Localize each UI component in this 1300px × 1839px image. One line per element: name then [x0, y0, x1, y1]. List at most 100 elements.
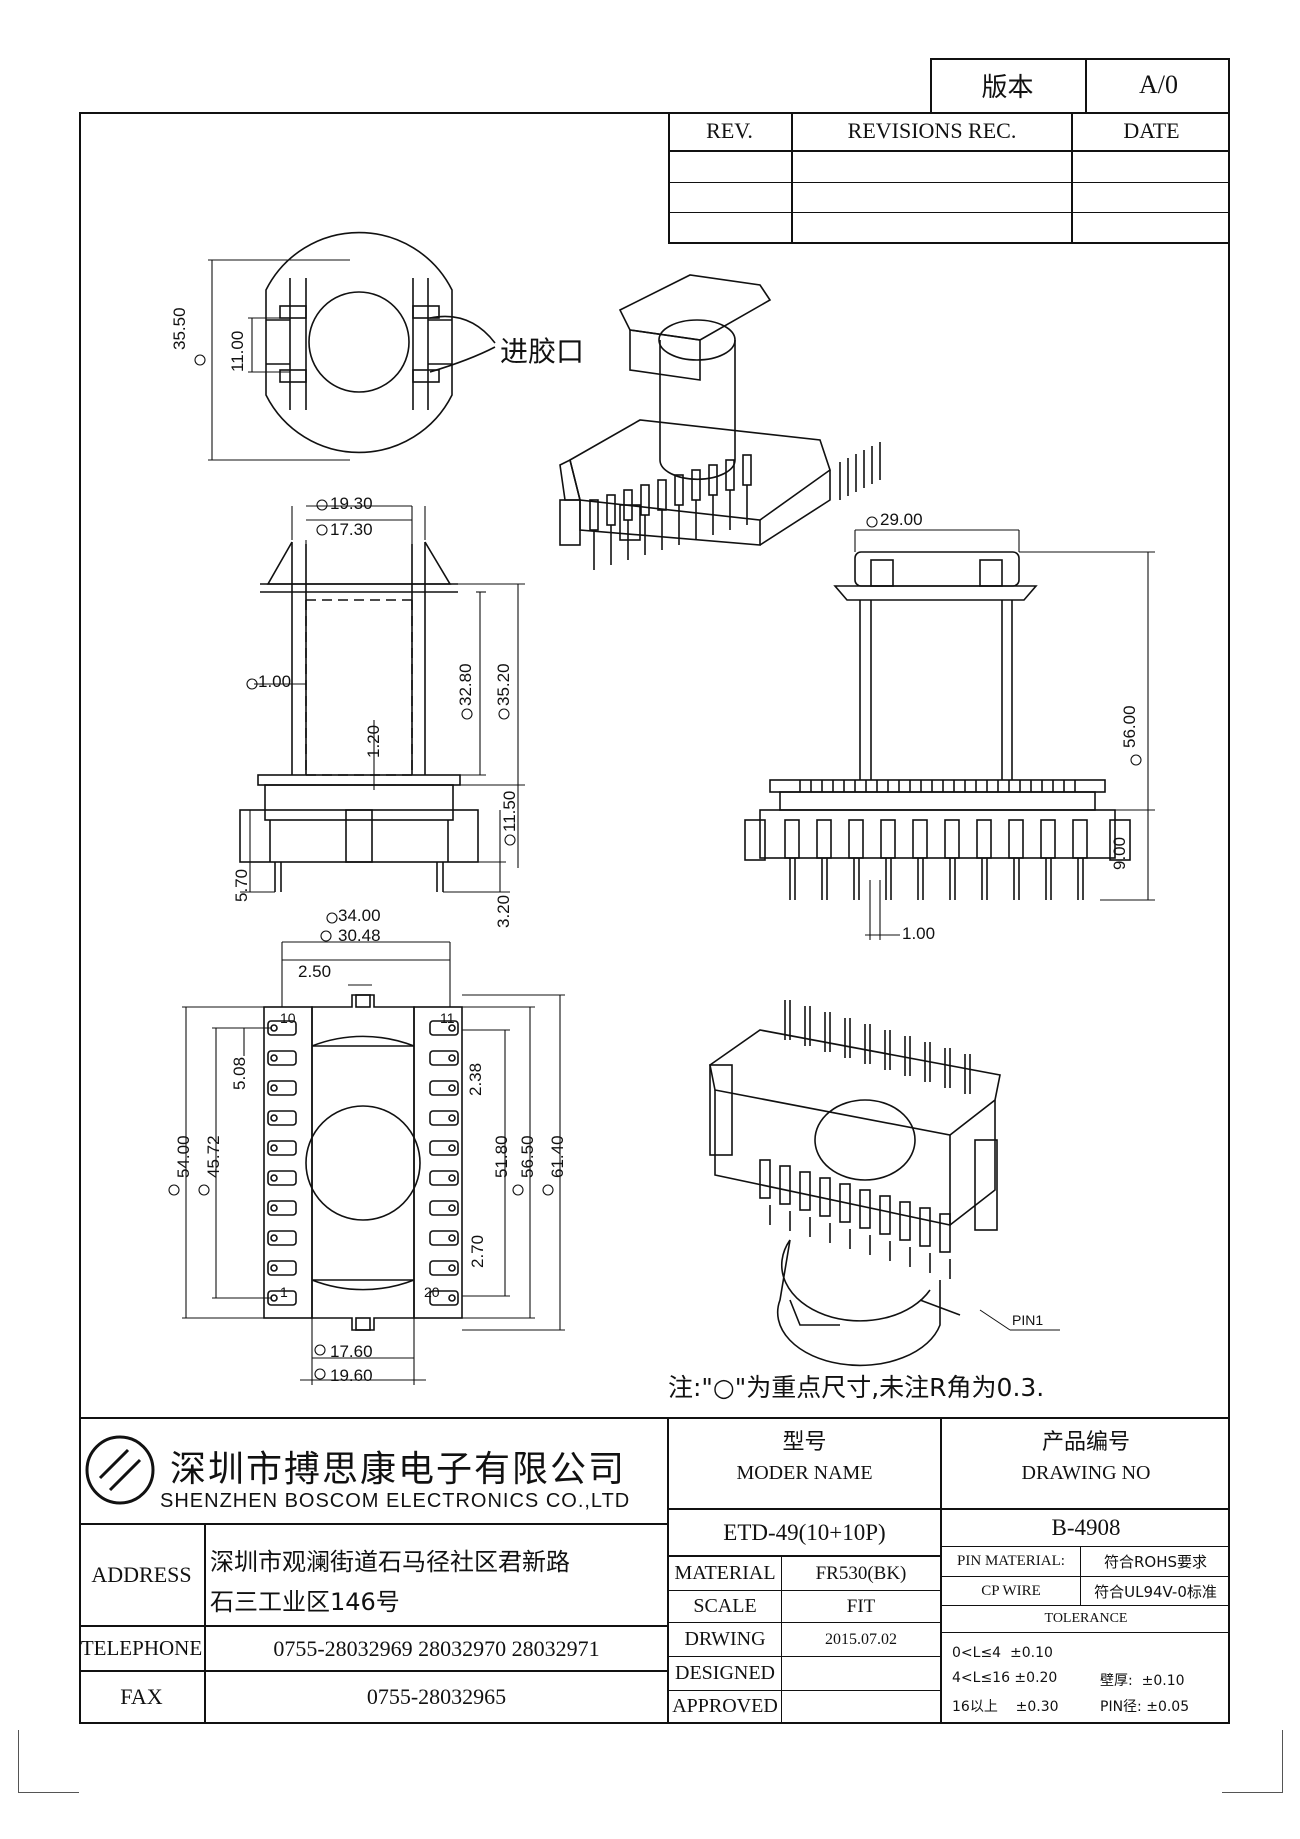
iso-pin-block	[640, 484, 650, 516]
wall-tolerance: 壁厚: ±0.10	[1100, 1673, 1185, 1689]
side-pin-slot	[816, 819, 832, 859]
pin1-callout: PIN1	[1012, 1312, 1044, 1328]
dim-56-50: 56.50	[518, 1135, 537, 1178]
pad-left	[267, 1170, 297, 1186]
drawing-frame	[79, 112, 1230, 1724]
crop-mark-left	[18, 1730, 79, 1793]
dim-dia-35-50: 35.50	[170, 307, 189, 350]
cp-wire-label: CP WIRE	[981, 1582, 1041, 1599]
rev-header: REV.	[706, 118, 753, 143]
address-label: ADDRESS	[91, 1562, 192, 1587]
dim-3-20: 3.20	[494, 894, 513, 928]
revisions-table	[668, 112, 1230, 244]
isometric-top-pins	[589, 442, 881, 570]
dim-2-70: 2.70	[468, 1234, 487, 1268]
pad-hole	[270, 1144, 278, 1152]
side-view	[744, 551, 1131, 861]
pad-left	[267, 1200, 297, 1216]
approved-label: APPROVED	[672, 1695, 778, 1717]
pad-right	[429, 1110, 459, 1126]
pad-right	[429, 1170, 459, 1186]
pad-right	[429, 1020, 459, 1036]
drawing-no-label-en: DRAWING NO	[1021, 1461, 1151, 1484]
version-value: A/0	[1139, 70, 1178, 99]
iso-pin-block	[708, 464, 718, 496]
pad-left	[267, 1230, 297, 1246]
isometric-bottom-pins	[759, 1000, 971, 1279]
version-label: 版本	[981, 72, 1034, 103]
pad-hole	[270, 1054, 278, 1062]
dim-slot-11-00: 11.00	[228, 330, 247, 372]
dim-17-60: 17.60	[330, 1342, 373, 1361]
material-value: FR530(BK)	[815, 1562, 907, 1584]
iso-pin-block	[725, 459, 735, 491]
dim-5-70: 5.70	[232, 868, 251, 902]
dim-54-00: 54.00	[174, 1135, 193, 1178]
side-pin-slot	[976, 819, 992, 859]
telephone-value: 0755-28032969 28032970 28032971	[273, 1635, 600, 1661]
side-pin-slot	[944, 819, 960, 859]
side-view-pins	[784, 780, 1088, 900]
dim-35-20: 35.20	[494, 663, 513, 706]
dim-30-48: 30.48	[338, 926, 381, 945]
iso-pin-block	[742, 454, 752, 486]
dim-9-00: 9.00	[1110, 836, 1129, 870]
version-box	[930, 58, 1230, 114]
iso-pin-block	[691, 469, 701, 501]
material-label: MATERIAL	[674, 1562, 776, 1584]
dim-32-80: 32.80	[456, 663, 475, 706]
pad-hole	[448, 1264, 456, 1272]
scale-label: SCALE	[693, 1595, 757, 1617]
side-pin-slot	[912, 819, 928, 859]
pad-hole	[448, 1024, 456, 1032]
dim-34-00: 34.00	[338, 906, 381, 925]
pad-right	[429, 1050, 459, 1066]
tolerance-line-2: 4<L≤16 ±0.20	[952, 1670, 1058, 1686]
pad-right	[429, 1230, 459, 1246]
top-view	[265, 231, 496, 454]
iso-pin-block	[779, 1165, 791, 1205]
front-view	[239, 541, 479, 892]
side-pin-slot	[1040, 819, 1056, 859]
model-label-en: MODER NAME	[736, 1461, 873, 1484]
model-label-cn: 型号	[782, 1430, 827, 1455]
revisions-rec-header: REVISIONS REC.	[847, 118, 1017, 143]
iso-pin-block	[606, 494, 616, 526]
pad-left	[267, 1080, 297, 1096]
side-pin-slot	[880, 819, 896, 859]
iso-pin-block	[879, 1195, 891, 1235]
pad-left	[267, 1050, 297, 1066]
iso-pin-block	[799, 1171, 811, 1211]
dim-11-50: 11.50	[500, 790, 519, 832]
pad-hole	[270, 1234, 278, 1242]
dim-1-00-front: 1.00	[258, 672, 292, 691]
pad-left	[267, 1110, 297, 1126]
pin-label-20: 20	[424, 1284, 440, 1300]
dim-1-20: 1.20	[364, 724, 383, 758]
address-line-2: 石三工业区146号	[210, 1588, 400, 1616]
drawing-no-label-cn: 产品编号	[1041, 1430, 1130, 1455]
address-line-1: 深圳市观澜街道石马径社区君新路	[210, 1548, 570, 1576]
bottom-view-pads	[267, 1020, 459, 1306]
pad-hole	[448, 1084, 456, 1092]
crop-mark-right	[1222, 1730, 1283, 1793]
iso-pin-block	[819, 1177, 831, 1217]
tolerance-line-1: 0<L≤4 ±0.10	[952, 1645, 1053, 1661]
cp-wire-value: 符合UL94V-0标准	[1094, 1582, 1217, 1601]
pin-label-11: 11	[440, 1010, 455, 1026]
pad-hole	[270, 1084, 278, 1092]
dim-2-38: 2.38	[466, 1062, 485, 1096]
isometric-view-bottom	[709, 1029, 1001, 1367]
pad-hole	[448, 1204, 456, 1212]
drwing-label: DRWING	[684, 1628, 766, 1650]
iso-pin-block	[674, 474, 684, 506]
iso-pin-block	[657, 479, 667, 511]
pad-hole	[448, 1114, 456, 1122]
dim-19-60: 19.60	[330, 1366, 373, 1385]
pad-hole	[448, 1144, 456, 1152]
dim-61-40: 61.40	[548, 1135, 567, 1178]
dim-29-00: 29.00	[880, 510, 923, 529]
iso-pin-block	[759, 1159, 771, 1199]
side-pin-slot	[1008, 819, 1024, 859]
